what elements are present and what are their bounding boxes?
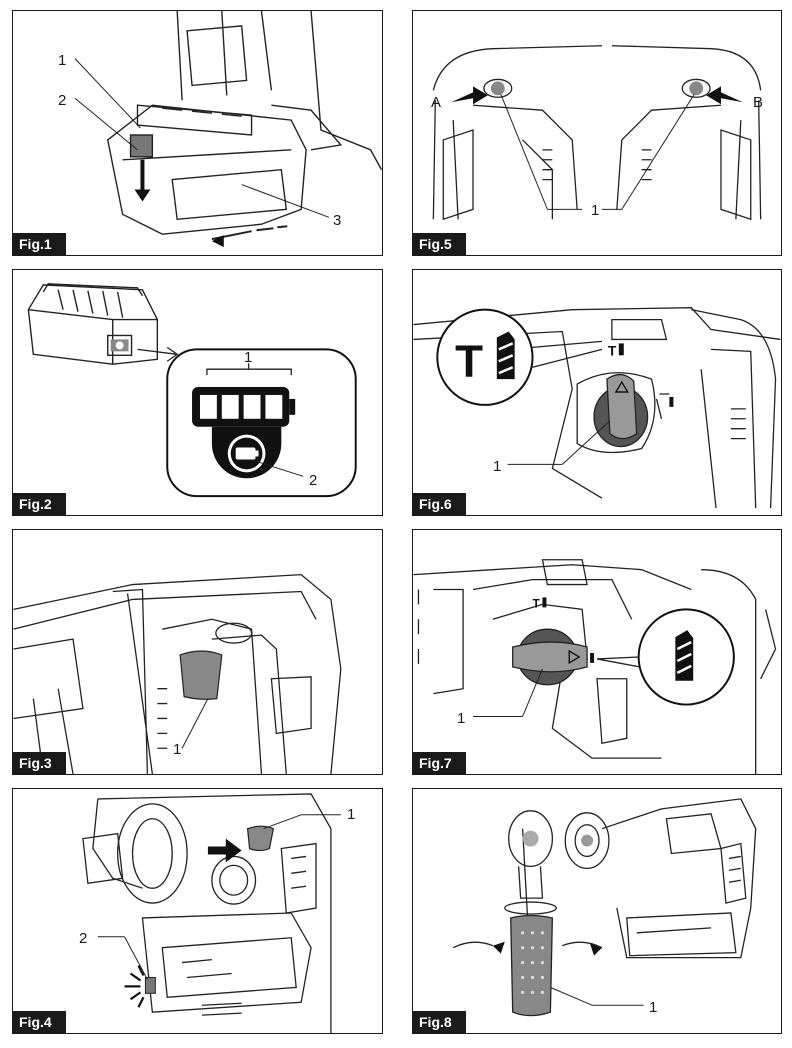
callout-1: 1 bbox=[649, 999, 658, 1016]
mode-selector-rotation-only-illustration: T bbox=[413, 559, 777, 774]
callout-1: 1 bbox=[173, 741, 182, 758]
figure-1-panel: 1 2 3 Fig.1 bbox=[12, 10, 383, 256]
figure-5-panel: A B 1 Fig.5 bbox=[412, 10, 782, 256]
figure-6-panel: T T 1 Fig.6 bbox=[412, 269, 782, 516]
figure-8-panel: 1 Fig.8 bbox=[412, 788, 782, 1034]
figure-4-panel: 1 2 Fig.4 bbox=[12, 788, 383, 1034]
callout-1: 1 bbox=[58, 52, 67, 69]
svg-text:T: T bbox=[455, 336, 483, 387]
figure-7-panel: T 1 Fig.7 bbox=[412, 529, 782, 775]
lock-button-illustration bbox=[432, 45, 762, 221]
switch-and-light-illustration bbox=[82, 793, 341, 1033]
figure-label: Fig.6 bbox=[413, 493, 466, 515]
svg-text:T: T bbox=[533, 596, 541, 610]
callout-3: 3 bbox=[333, 212, 342, 229]
figure-label: Fig.2 bbox=[13, 493, 66, 515]
figure-label: Fig.1 bbox=[13, 233, 66, 255]
callout-1: 1 bbox=[591, 202, 600, 219]
battery-insertion-illustration bbox=[74, 11, 382, 248]
mode-selector-hammer-drilling-illustration: T T bbox=[413, 307, 781, 509]
callout-B: B bbox=[753, 94, 764, 111]
callout-A: A bbox=[431, 94, 442, 111]
callout-2: 2 bbox=[58, 92, 67, 109]
figure-3-panel: 1 Fig.3 bbox=[12, 529, 383, 775]
callout-2: 2 bbox=[79, 930, 88, 947]
figure-label: Fig.5 bbox=[413, 233, 466, 255]
callout-1: 1 bbox=[493, 458, 502, 475]
switch-trigger-illustration bbox=[13, 573, 342, 774]
svg-text:T: T bbox=[608, 342, 617, 358]
figure-label: Fig.4 bbox=[13, 1011, 66, 1033]
callout-1: 1 bbox=[347, 806, 356, 823]
side-grip-illustration bbox=[452, 798, 757, 1017]
figure-2-panel: 1 2 Fig.2 bbox=[12, 269, 383, 516]
callout-1: 1 bbox=[244, 349, 253, 366]
figure-label: Fig.7 bbox=[413, 752, 466, 774]
callout-1: 1 bbox=[457, 710, 466, 727]
battery-indicator-illustration bbox=[27, 283, 357, 498]
figure-label: Fig.8 bbox=[413, 1011, 466, 1033]
callout-2: 2 bbox=[309, 472, 318, 489]
figure-label: Fig.3 bbox=[13, 752, 66, 774]
